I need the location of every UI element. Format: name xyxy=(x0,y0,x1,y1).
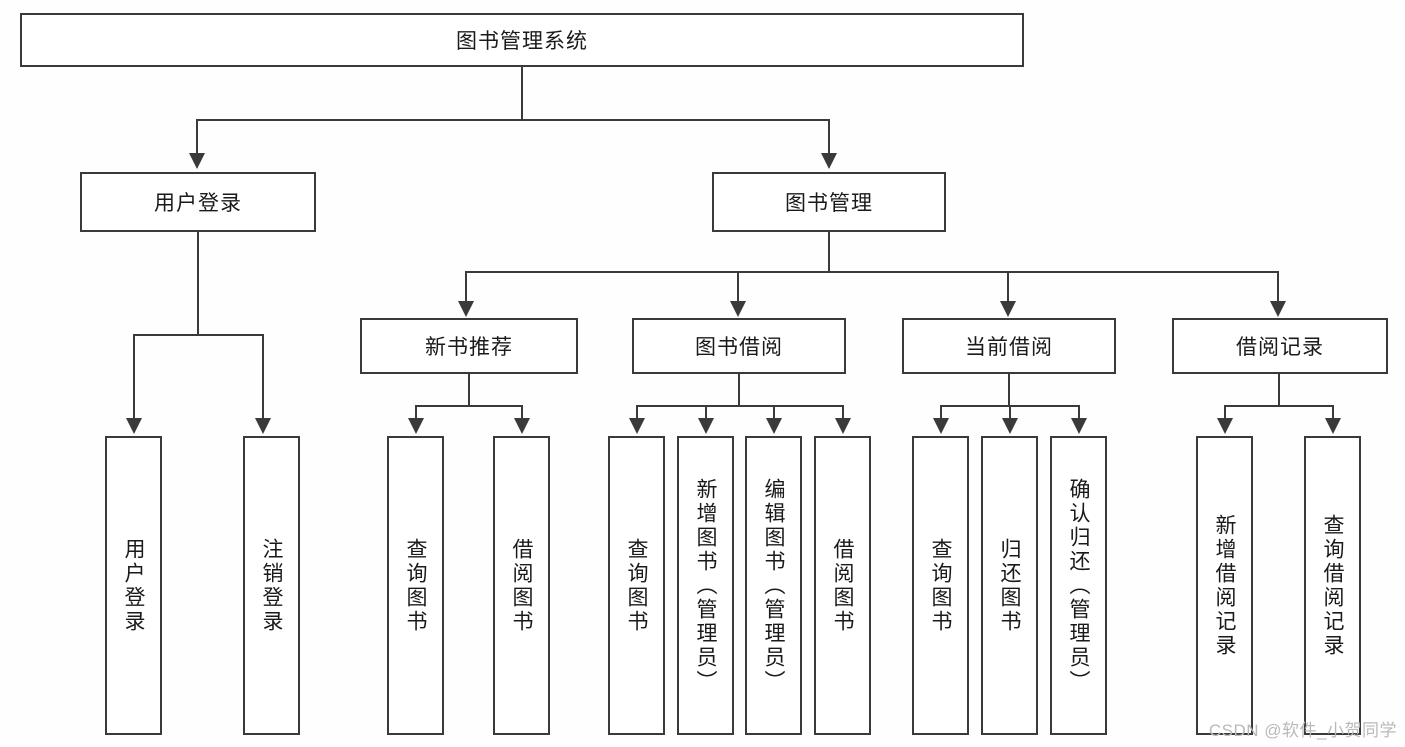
leaf-book-borrow-edit-book-admin[interactable]: 编辑图书（管理员） xyxy=(745,436,802,735)
node-label: 新增借阅记录 xyxy=(1213,513,1236,658)
node-label: 图书管理 xyxy=(785,192,873,215)
connector-borrow-record-drop-1 xyxy=(1332,405,1334,420)
connector-level3-drop-1 xyxy=(737,271,739,303)
arrowhead-leaf-borrow-record-1 xyxy=(1325,418,1341,434)
connector-new-book-drop-1 xyxy=(521,405,523,420)
node-borrow-record[interactable]: 借阅记录 xyxy=(1172,318,1388,374)
arrowhead-leaf-current-borrow-2 xyxy=(1071,418,1087,434)
node-label: 查询图书 xyxy=(929,537,952,634)
node-label: 归还图书 xyxy=(998,537,1021,634)
connector-new-book-stem xyxy=(468,374,470,405)
connector-level3-drop-2 xyxy=(1007,271,1009,303)
leaf-current-borrow-query-book[interactable]: 查询图书 xyxy=(912,436,969,735)
leaf-current-borrow-confirm-return-admin[interactable]: 确认归还（管理员） xyxy=(1050,436,1107,735)
connector-level3-bus xyxy=(465,271,1279,273)
arrowhead-leaf-current-borrow-0 xyxy=(933,418,949,434)
connector-user-login-bus xyxy=(133,334,263,336)
node-label: 用户登录 xyxy=(154,192,242,215)
node-book-borrow[interactable]: 图书借阅 xyxy=(632,318,846,374)
leaf-book-borrow-add-book-admin[interactable]: 新增图书（管理员） xyxy=(677,436,734,735)
arrowhead-leaf-new-book-1 xyxy=(514,418,530,434)
leaf-borrow-record-add-record[interactable]: 新增借阅记录 xyxy=(1196,436,1253,735)
connector-book-borrow-drop-1 xyxy=(705,405,707,420)
node-label: 借阅图书 xyxy=(510,537,533,634)
leaf-user-login-logout[interactable]: 注销登录 xyxy=(243,436,300,735)
connector-current-borrow-drop-1 xyxy=(1009,405,1011,420)
arrowhead-leaf-book-borrow-0 xyxy=(629,418,645,434)
arrowhead-level3-1 xyxy=(730,301,746,317)
arrowhead-leaf-user-login-1 xyxy=(255,418,271,434)
leaf-user-login-login[interactable]: 用户登录 xyxy=(105,436,162,735)
arrowhead-level3-0 xyxy=(458,301,474,317)
node-label: 确认归还（管理员） xyxy=(1067,477,1090,694)
node-label: 借阅记录 xyxy=(1236,336,1324,359)
connector-borrow-record-stem xyxy=(1278,374,1280,405)
arrowhead-leaf-borrow-record-0 xyxy=(1217,418,1233,434)
leaf-borrow-record-query-record[interactable]: 查询借阅记录 xyxy=(1304,436,1361,735)
arrowhead-leaf-book-borrow-3 xyxy=(835,418,851,434)
csdn-watermark: CSDN @软件_小贺同学 xyxy=(1208,721,1397,740)
connector-user-login-stem xyxy=(197,232,199,334)
arrowhead-leaf-new-book-0 xyxy=(408,418,424,434)
node-book-management[interactable]: 图书管理 xyxy=(712,172,946,232)
node-root-book-management-system[interactable]: 图书管理系统 xyxy=(20,13,1024,67)
connector-book-management-stem xyxy=(828,232,830,272)
connector-root-stem xyxy=(521,67,523,119)
leaf-current-borrow-return-book[interactable]: 归还图书 xyxy=(981,436,1038,735)
node-label: 新增图书（管理员） xyxy=(694,477,717,694)
node-current-borrow[interactable]: 当前借阅 xyxy=(902,318,1116,374)
node-label: 注销登录 xyxy=(260,537,283,634)
arrowhead-level3-3 xyxy=(1270,301,1286,317)
connector-new-book-bus xyxy=(415,405,523,407)
connector-borrow-record-bus xyxy=(1224,405,1334,407)
connector-current-borrow-drop-2 xyxy=(1078,405,1080,420)
connector-level2-drop-user-login xyxy=(196,119,198,155)
arrowhead-leaf-book-borrow-2 xyxy=(766,418,782,434)
arrowhead-leaf-book-borrow-1 xyxy=(698,418,714,434)
leaf-book-borrow-borrow-book[interactable]: 借阅图书 xyxy=(814,436,871,735)
connector-book-borrow-drop-3 xyxy=(842,405,844,420)
arrowhead-book-management xyxy=(821,153,837,169)
connector-current-borrow-stem xyxy=(1008,374,1010,405)
connector-book-borrow-bus xyxy=(636,405,844,407)
node-label: 借阅图书 xyxy=(831,537,854,634)
node-label: 用户登录 xyxy=(122,537,145,634)
leaf-book-borrow-query-book[interactable]: 查询图书 xyxy=(608,436,665,735)
node-label: 查询图书 xyxy=(404,537,427,634)
connector-new-book-drop-0 xyxy=(415,405,417,420)
arrowhead-user-login xyxy=(189,153,205,169)
node-label: 新书推荐 xyxy=(425,336,513,359)
connector-current-borrow-drop-0 xyxy=(940,405,942,420)
arrowhead-level3-2 xyxy=(1000,301,1016,317)
connector-level2-drop-book-management xyxy=(828,119,830,155)
leaf-new-book-query-book[interactable]: 查询图书 xyxy=(387,436,444,735)
leaf-new-book-borrow-book[interactable]: 借阅图书 xyxy=(493,436,550,735)
connector-book-borrow-drop-0 xyxy=(636,405,638,420)
connector-user-login-drop-1 xyxy=(262,334,264,420)
node-label: 图书借阅 xyxy=(695,336,783,359)
node-label: 编辑图书（管理员） xyxy=(762,477,785,694)
connector-book-borrow-stem xyxy=(738,374,740,405)
node-user-login[interactable]: 用户登录 xyxy=(80,172,316,232)
node-label: 当前借阅 xyxy=(965,336,1053,359)
node-new-book-recommend[interactable]: 新书推荐 xyxy=(360,318,578,374)
arrowhead-leaf-user-login-0 xyxy=(126,418,142,434)
connector-borrow-record-drop-0 xyxy=(1224,405,1226,420)
connector-level3-drop-0 xyxy=(465,271,467,303)
connector-book-borrow-drop-2 xyxy=(773,405,775,420)
connector-level2-bus xyxy=(196,119,830,121)
arrowhead-leaf-current-borrow-1 xyxy=(1002,418,1018,434)
node-label: 查询图书 xyxy=(625,537,648,634)
connector-level3-drop-3 xyxy=(1277,271,1279,303)
node-label: 查询借阅记录 xyxy=(1321,513,1344,658)
node-label: 图书管理系统 xyxy=(456,30,588,53)
connector-user-login-drop-0 xyxy=(133,334,135,420)
